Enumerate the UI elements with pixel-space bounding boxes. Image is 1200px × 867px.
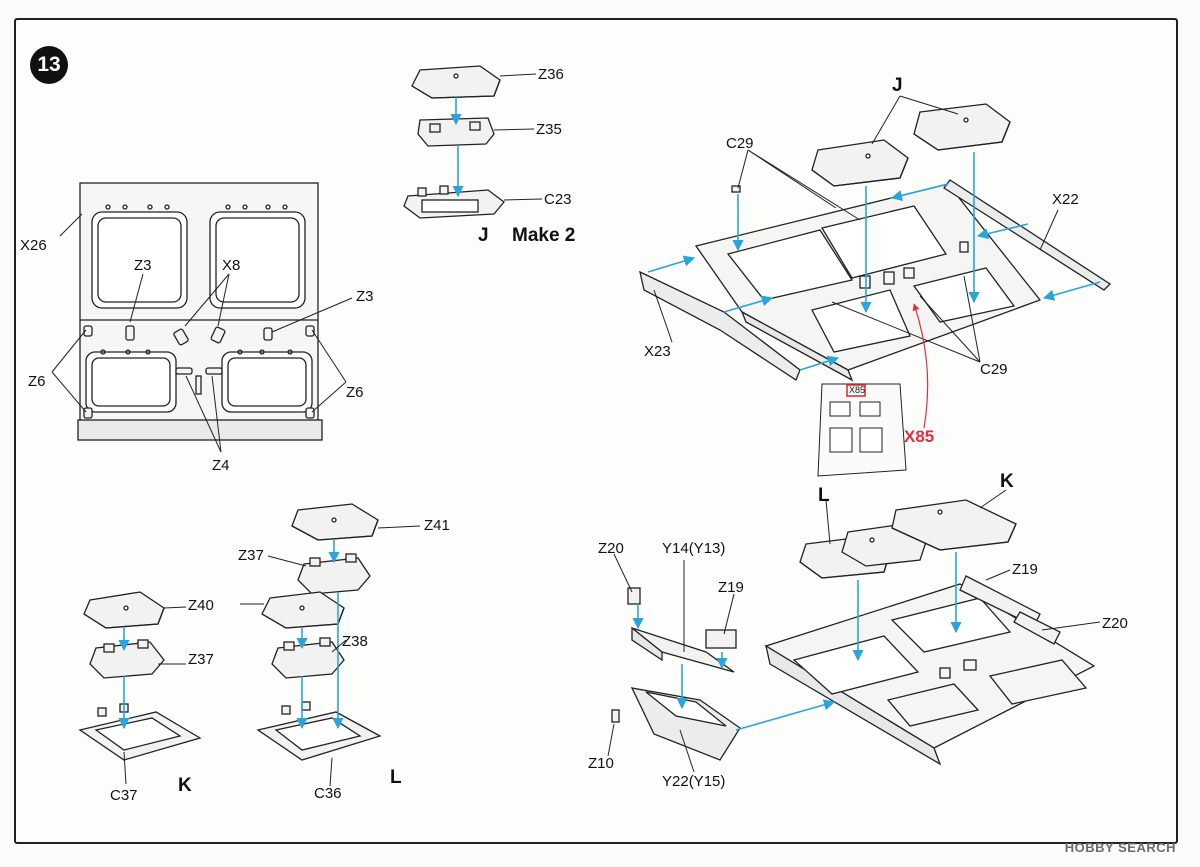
label-z3-right: Z3 [356, 288, 374, 305]
label-z38: Z38 [342, 633, 368, 650]
label-z19-right: Z19 [1012, 561, 1038, 578]
label-c36: C36 [314, 785, 342, 802]
j-subassembly [403, 65, 505, 219]
label-z41: Z41 [424, 517, 450, 534]
make-2-note: Make 2 [512, 225, 576, 246]
k-subassembly [78, 591, 202, 761]
hull-top [639, 179, 1112, 382]
label-z37-l: Z37 [238, 547, 264, 564]
label-x26: X26 [20, 237, 47, 254]
label-y14: Y14(Y13) [662, 540, 726, 557]
sprue-tag-x85: X85 [849, 385, 866, 395]
label-z36: Z36 [538, 66, 564, 83]
label-x22: X22 [1052, 191, 1079, 208]
left-panel-leaders [51, 213, 353, 453]
watermark: HOBBY SEARCH [1064, 840, 1176, 855]
label-c23: C23 [544, 191, 572, 208]
label-z35: Z35 [536, 121, 562, 138]
x26-panel [77, 182, 323, 441]
sprue-inset [817, 383, 907, 477]
rear-hull [764, 583, 1096, 766]
label-x23: X23 [644, 343, 671, 360]
label-z3-left: Z3 [134, 257, 152, 274]
label-c29-upper: C29 [726, 135, 754, 152]
label-z20-right: Z20 [1102, 615, 1128, 632]
label-z6-left: Z6 [28, 373, 46, 390]
rear-small-parts [611, 587, 741, 761]
label-z10: Z10 [588, 755, 614, 772]
step-number-badge: 13 [30, 46, 68, 84]
label-c37: C37 [110, 787, 138, 804]
label-z40: Z40 [188, 597, 214, 614]
callout-x85: X85 [904, 427, 935, 446]
label-j-hatches: J [892, 75, 903, 96]
label-l-hatch: L [818, 485, 830, 506]
label-z37-k: Z37 [188, 651, 214, 668]
subassembly-j-title: J [478, 225, 489, 246]
hatch-j-parts [731, 103, 1011, 193]
label-z20-left: Z20 [598, 540, 624, 557]
label-c29-lower: C29 [980, 361, 1008, 378]
label-x8: X8 [222, 257, 241, 274]
label-z19-left: Z19 [718, 579, 744, 596]
label-z4: Z4 [212, 457, 230, 474]
label-k-hatch: K [1000, 471, 1014, 492]
label-y22: Y22(Y15) [662, 773, 726, 790]
rear-hatches [799, 499, 1061, 645]
l-subassembly [256, 503, 382, 761]
subassembly-l-title: L [390, 767, 402, 788]
label-z6-right: Z6 [346, 384, 364, 401]
subassembly-k-title: K [178, 775, 192, 796]
